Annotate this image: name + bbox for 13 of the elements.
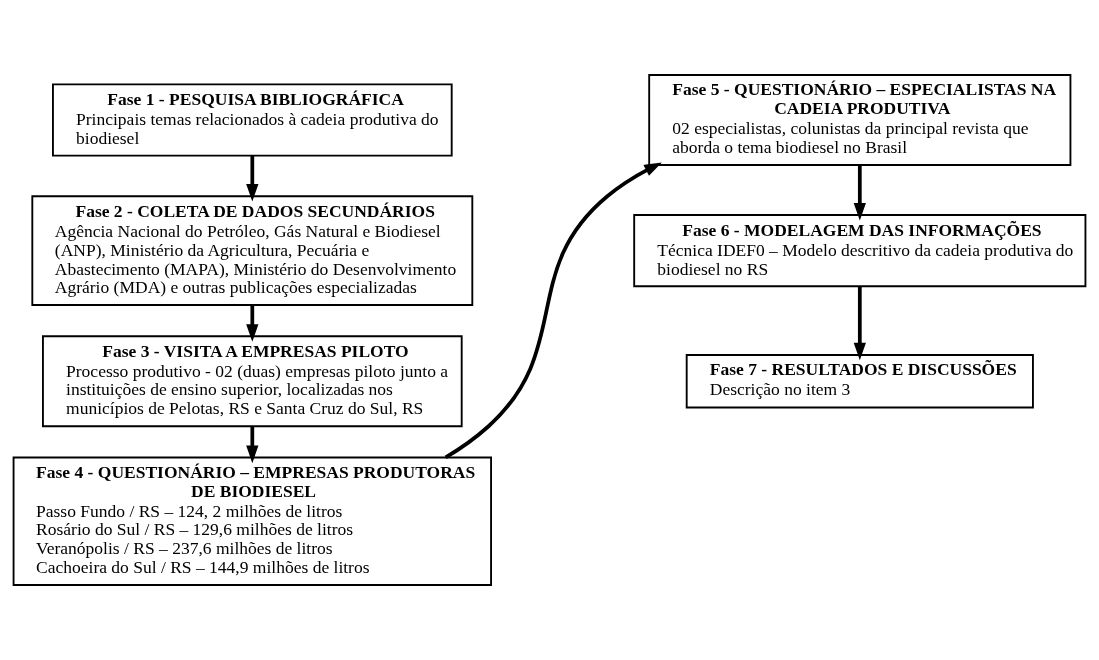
arrow [246, 426, 259, 464]
arrow [853, 286, 866, 361]
node-box: Fase 6 - MODELAGEM DAS INFORMAÇÕES Técnica IDEF0 – Modelo descritivo da cadeia produtiva do biodiesel no RS [633, 214, 1087, 288]
arrow [444, 162, 662, 459]
node-box: Fase 2 - COLETA DE DADOS SECUNDÁRIOS Agência Nacional do Petróleo, Gás Natural e Biodiesel (ANP), Ministério da Agricultura, Pecuária e Abastecimento (MAPA), Ministério do Desenvolvimento Agrário (MDA) e outras publicações especializadas [31, 195, 474, 306]
node-box: Fase 7 - RESULTADOS E DISCUSSÕES Descrição no item 3 [685, 354, 1034, 409]
node-box: Fase 1 - PESQUISA BIBLIOGRÁFICA Principais temas relacionados à cadeia produtiva do biodiesel [52, 83, 453, 157]
node-box: Fase 3 - VISITA A EMPRESAS PILOTO Processo produtivo - 02 (duas) empresas piloto junto a instituições de ensino superior, localizadas nos municípios de Pelotas, RS e Santa Cruz do Sul, RS [42, 335, 463, 428]
arrow [246, 155, 259, 202]
node-box: Fase 5 - QUESTIONÁRIO – ESPECIALISTAS NA CADEIA PRODUTIVA 02 especialistas, colunistas da principal revista que aborda o tema biodiesel no Brasil [648, 74, 1072, 166]
arrow [853, 165, 866, 221]
node-box: Fase 4 - QUESTIONÁRIO – EMPRESAS PRODUTORAS DE BIODIESEL Passo Fundo / RS – 124, 2 milhões de litros Rosário do Sul / RS – 129,6 milhões de litros Veranópolis / RS – 237,6 milhões de litros Cachoeira do Sul / RS – 144,9 milhões de litros [12, 456, 492, 586]
arrow [246, 305, 259, 342]
